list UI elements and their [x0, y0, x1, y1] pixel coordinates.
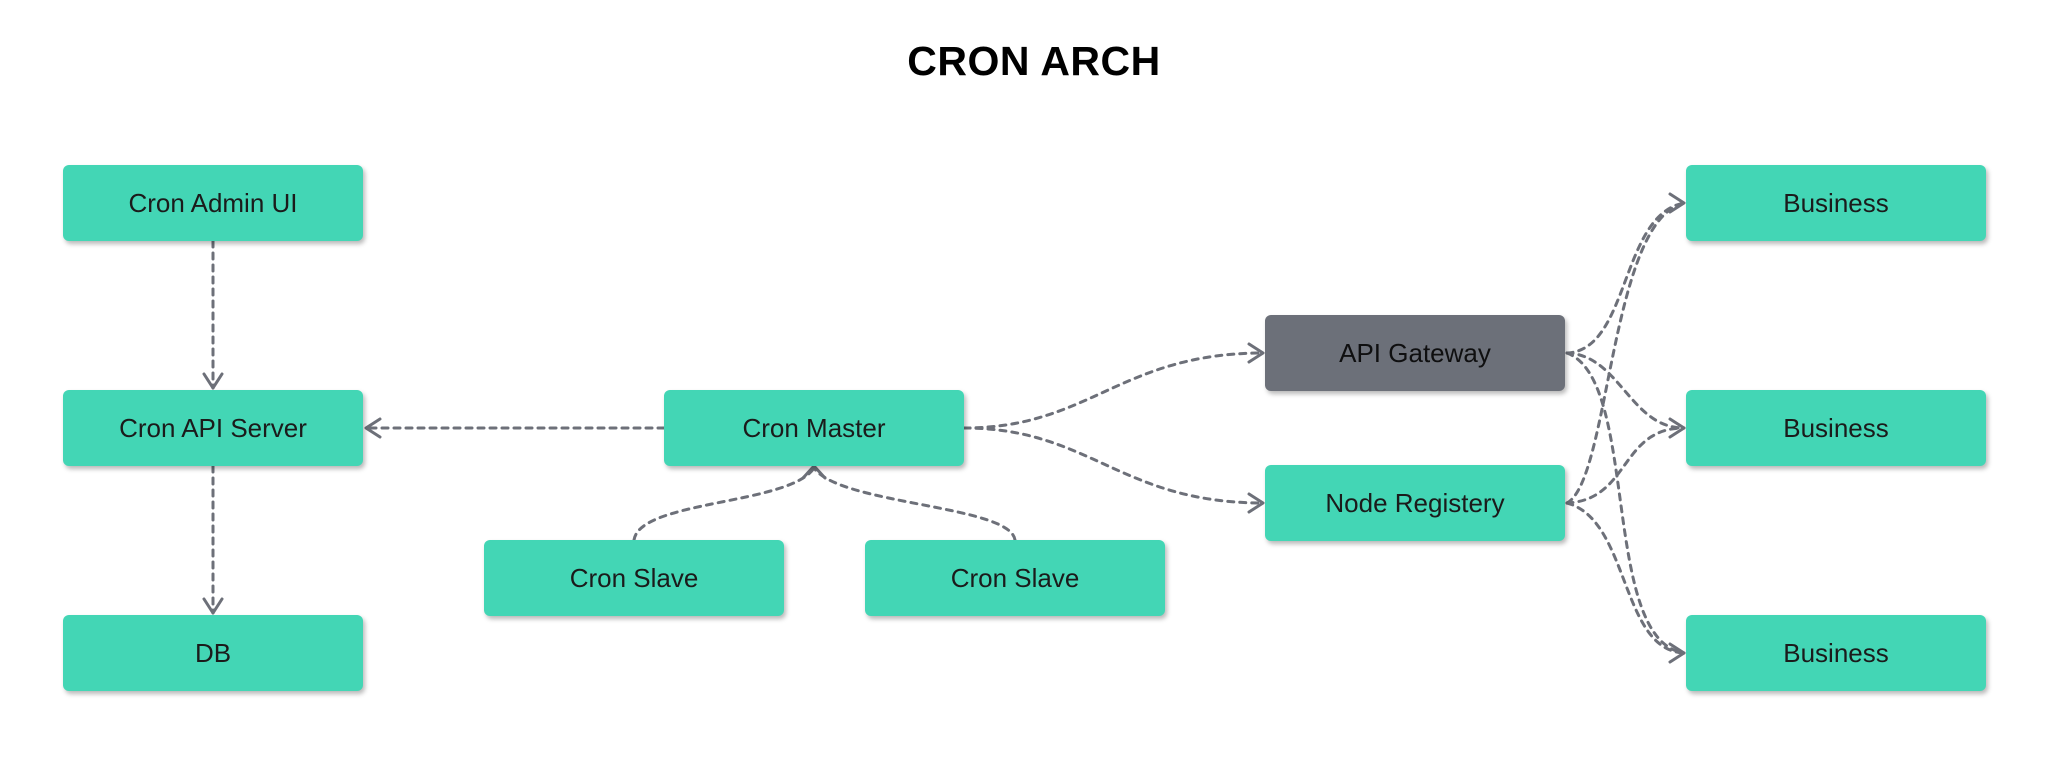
edge-registery-to-business1 — [1565, 201, 1686, 505]
arrowhead-gateway-left — [1247, 342, 1265, 364]
edge-slave2-to-master — [812, 466, 1017, 542]
edge-slave1-to-master — [632, 466, 816, 542]
node-cron-slave-1: Cron Slave — [484, 540, 784, 616]
edge-registery-to-business3 — [1565, 501, 1686, 655]
arrowhead-business3-left — [1668, 642, 1686, 664]
arrowhead-api-top — [202, 372, 224, 390]
node-cron-admin-ui: Cron Admin UI — [63, 165, 363, 241]
edge-registery-to-business2 — [1565, 426, 1686, 505]
arrowhead-master-bottom — [801, 464, 827, 480]
node-api-gateway: API Gateway — [1265, 315, 1565, 391]
node-node-registery: Node Registery — [1265, 465, 1565, 541]
edge-gateway-to-business3 — [1565, 351, 1686, 655]
node-business-1: Business — [1686, 165, 1986, 241]
edge-master-to-registery — [962, 426, 1265, 505]
edge-master-to-gateway — [962, 351, 1265, 430]
node-business-3: Business — [1686, 615, 1986, 691]
arrowhead-db-top — [202, 597, 224, 615]
node-cron-api-server: Cron API Server — [63, 390, 363, 466]
node-cron-slave-2: Cron Slave — [865, 540, 1165, 616]
node-cron-master: Cron Master — [664, 390, 964, 466]
arrowhead-business2-left — [1668, 417, 1686, 439]
edge-gateway-to-business1 — [1565, 201, 1686, 355]
arrowhead-api-right — [364, 417, 382, 439]
node-db: DB — [63, 615, 363, 691]
node-business-2: Business — [1686, 390, 1986, 466]
arrowhead-business1-left — [1668, 192, 1686, 214]
diagram-title: CRON ARCH — [907, 38, 1161, 84]
arrowhead-registery-left — [1247, 492, 1265, 514]
edge-gateway-to-business2 — [1565, 351, 1686, 430]
